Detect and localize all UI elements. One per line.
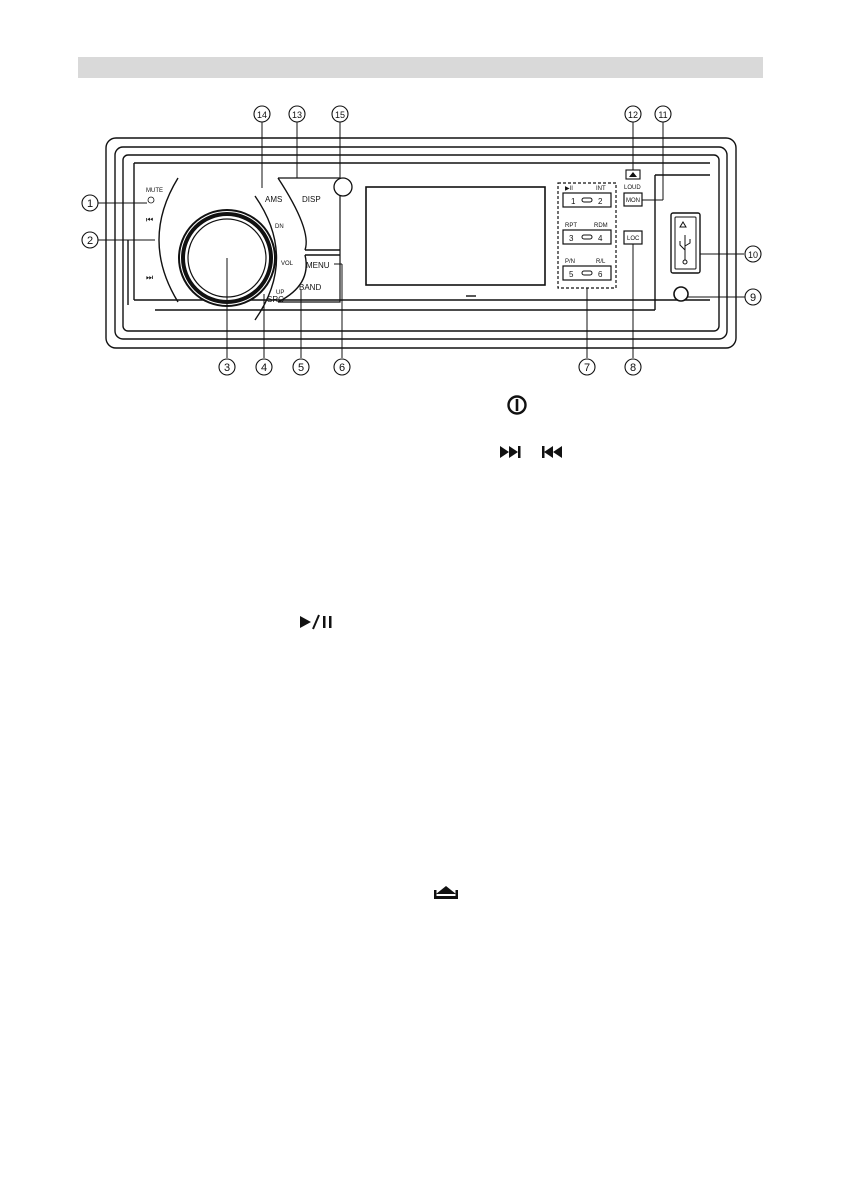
preset-2-top-left: RPT xyxy=(565,223,577,229)
up-label: UP xyxy=(276,290,284,296)
callout-3: 3 xyxy=(224,362,230,374)
callout-9: 9 xyxy=(750,292,756,304)
track-button-arc xyxy=(158,177,179,303)
vol-arc xyxy=(254,195,278,321)
right-button-column xyxy=(278,177,341,303)
callout-8: 8 xyxy=(630,362,636,374)
leader-lines xyxy=(98,122,745,358)
preset-1-top-left: ▶II xyxy=(565,186,573,192)
display-screen xyxy=(365,186,546,286)
next-prev-icon xyxy=(500,446,562,458)
preset-3-right: 6 xyxy=(598,270,603,279)
prev-track-icon: ⏮ xyxy=(146,215,153,224)
callout-12: 12 xyxy=(628,110,638,120)
callout-4: 4 xyxy=(261,362,267,374)
section-header-bar xyxy=(78,57,763,78)
menu-button-outline[interactable] xyxy=(305,249,340,256)
callout-1: 1 xyxy=(87,198,93,210)
dn-label: DN xyxy=(275,224,284,230)
preset-3-left: 5 xyxy=(569,270,574,279)
callout-6: 6 xyxy=(339,362,345,374)
panel-labels: MUTE ⏮ ⏭ AMS DISP MENU SRC BAND DN VOL U… xyxy=(146,185,641,304)
callout-10: 10 xyxy=(748,250,758,260)
preset-2-right: 4 xyxy=(598,234,603,243)
callout-15: 15 xyxy=(335,110,345,120)
src-label: SRC xyxy=(267,295,284,304)
ir-sensor xyxy=(333,177,353,197)
play-pause-icon xyxy=(300,614,332,630)
preset-button-1-2[interactable] xyxy=(562,192,612,208)
band-label: BAND xyxy=(299,283,321,292)
preset-3-top-right: R/L xyxy=(596,259,606,265)
vol-label: VOL xyxy=(281,261,294,267)
mon-label: MON xyxy=(626,198,640,204)
preset-button-5-6[interactable] xyxy=(562,265,612,281)
preset-3-top-left: P/N xyxy=(565,259,575,265)
preset-2-left: 3 xyxy=(569,234,574,243)
callout-5: 5 xyxy=(298,362,304,374)
callout-numbers: 1 2 3 4 5 6 7 8 9 10 11 12 13 14 15 xyxy=(87,110,758,374)
mute-label: MUTE xyxy=(146,188,163,194)
ams-label: AMS xyxy=(265,195,282,204)
callout-11: 11 xyxy=(658,110,667,120)
loud-label: LOUD xyxy=(624,185,641,191)
preset-1-top-right: INT xyxy=(596,186,606,192)
disp-button-outline[interactable] xyxy=(277,177,307,251)
callout-14: 14 xyxy=(257,110,267,120)
preset-button-3-4[interactable] xyxy=(562,229,612,245)
callout-2: 2 xyxy=(87,235,93,247)
loc-label: LOC xyxy=(627,236,640,242)
preset-1-right: 2 xyxy=(598,197,603,206)
disp-label: DISP xyxy=(302,195,321,204)
callout-7: 7 xyxy=(584,362,590,374)
power-icon xyxy=(507,395,527,415)
panel-frame xyxy=(105,137,737,349)
menu-label: MENU xyxy=(306,261,330,270)
next-track-icon: ⏭ xyxy=(146,273,153,282)
callout-markers xyxy=(81,105,762,376)
preset-2-top-right: RDM xyxy=(594,223,608,229)
aux-input-jack xyxy=(673,286,689,302)
eject-icon xyxy=(434,886,458,899)
band-button-outline[interactable] xyxy=(277,254,307,303)
callout-13: 13 xyxy=(292,110,302,120)
preset-1-left: 1 xyxy=(571,197,576,206)
usb-port-cover[interactable] xyxy=(670,212,701,274)
power-small-icon xyxy=(147,196,155,204)
usb-icon xyxy=(679,221,691,265)
